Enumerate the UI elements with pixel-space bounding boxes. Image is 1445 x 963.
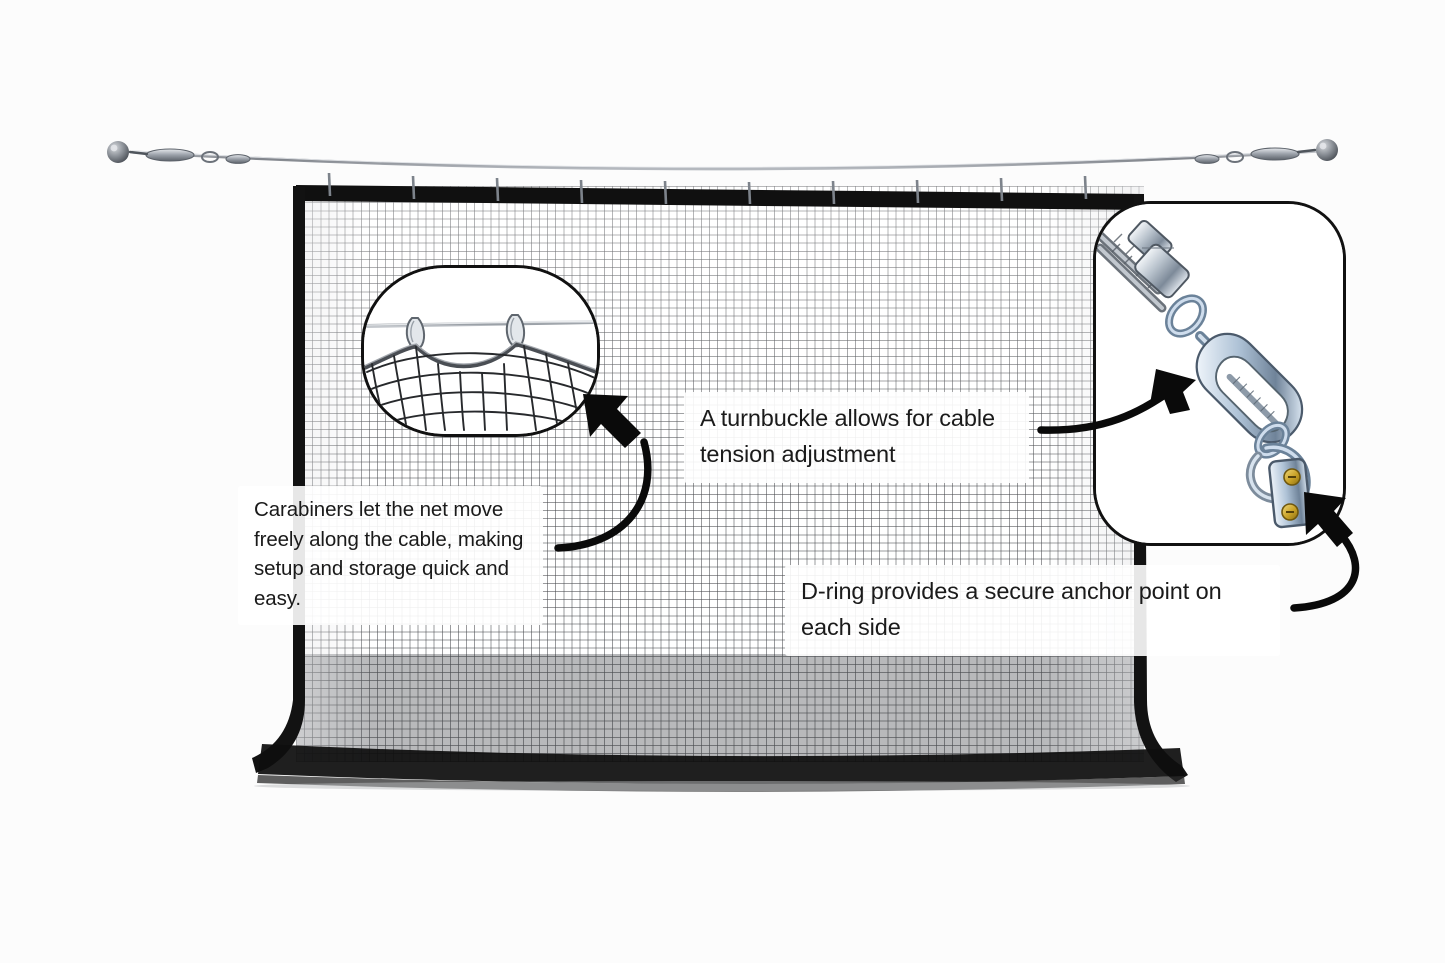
- link-left-3: [225, 154, 251, 164]
- turnbuckle-body: [1195, 331, 1304, 444]
- net-frame-left: [252, 186, 305, 773]
- carabiner-clip-icon-4: [579, 179, 584, 204]
- net-mesh-lower-region: [296, 654, 1144, 762]
- cable-anchor-left: [107, 141, 251, 164]
- carabiner-clip-icon-3: [495, 177, 500, 202]
- inset-net-top-rope-highlight: [364, 341, 597, 371]
- cable-clamp: [1127, 220, 1190, 299]
- net-ground-shadow: [254, 781, 1190, 791]
- inset-net-top-rope: [364, 341, 597, 375]
- link-right-1: [1250, 147, 1300, 161]
- callout-turnbuckle: A turnbuckle allows for cable tension ad…: [684, 392, 1029, 484]
- link-right-3: [1194, 154, 1220, 164]
- carabiner-clip-icon-7: [831, 180, 836, 205]
- ball-anchor-left-highlight: [110, 144, 118, 152]
- callout-d-ring: D-ring provides a secure anchor point on…: [785, 565, 1280, 657]
- inset-cable: [364, 320, 597, 328]
- arrow-to-d-ring: [1290, 492, 1360, 612]
- support-cable-highlight: [132, 149, 1319, 168]
- carabiner-clip-icon-2: [411, 175, 416, 200]
- inset-cable-highlight: [365, 320, 596, 326]
- carabiner-detail-drawing: [364, 268, 597, 434]
- eye-link: [1165, 294, 1207, 338]
- net-bottom-hem: [258, 744, 1184, 785]
- link-left-stem: [128, 150, 149, 156]
- net-mesh-lower: [296, 654, 1144, 762]
- net-carabiner-clips: [327, 172, 1088, 205]
- turnbuckle-detail-inset: [1093, 201, 1346, 546]
- link-right-2: [1226, 151, 1244, 163]
- carabiner-clip-icon-10: [1083, 175, 1088, 200]
- carabiner-clip-icon-6: [747, 181, 752, 205]
- carabiner-clip-icon-5: [663, 180, 668, 205]
- d-ring-screw-lower-icon: [1281, 503, 1299, 521]
- carabiner-clip-icon-9: [999, 177, 1004, 202]
- arrow-to-turnbuckle: [1037, 369, 1196, 434]
- carabiner-clip-icon-8: [915, 179, 920, 204]
- callout-carabiner: Carabiners let the net move freely along…: [238, 486, 543, 625]
- link-right-stem: [1296, 148, 1317, 154]
- inset-net-webbing: [366, 345, 596, 432]
- ball-anchor-right-highlight: [1319, 142, 1327, 150]
- arrow-to-carabiner-inset: [554, 394, 652, 552]
- cable-anchor-right: [1194, 139, 1338, 164]
- link-left-2: [201, 151, 219, 163]
- support-cable: [131, 149, 1320, 171]
- d-ring-anchor: [1245, 442, 1312, 529]
- turnbuckle-detail-drawing: [1096, 204, 1343, 543]
- d-ring-screw-upper-icon: [1283, 468, 1301, 486]
- carabiner-clip-icon-1: [327, 172, 332, 197]
- net-top-hem: [296, 185, 1144, 210]
- carabiner-detail-inset: [361, 265, 600, 437]
